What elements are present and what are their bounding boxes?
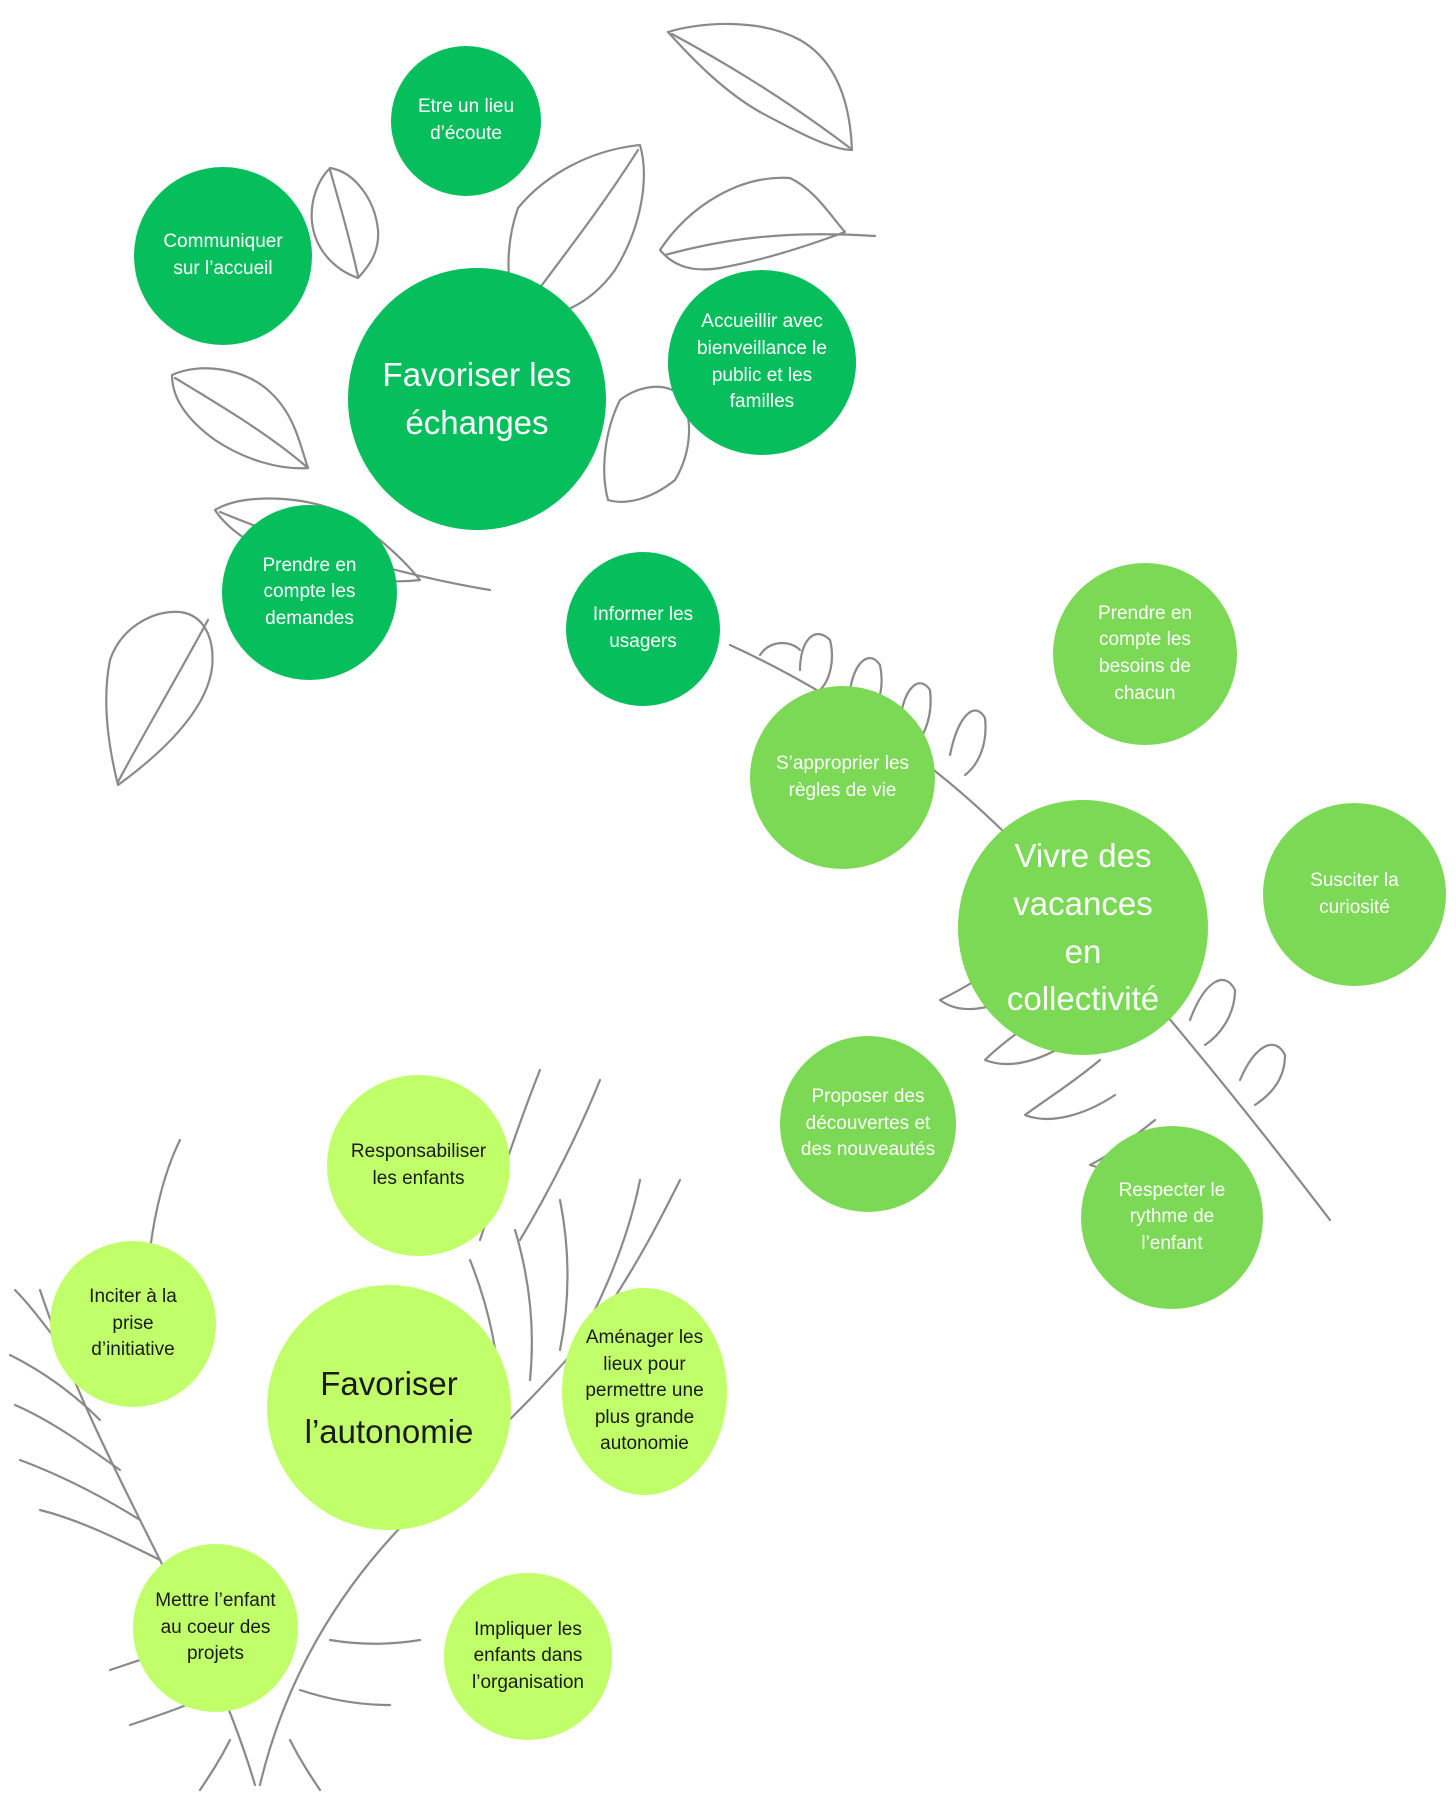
node-label: Susciter la curiosité bbox=[1310, 869, 1399, 918]
node-inciter-initiative: Inciter à la prise d’initiative bbox=[50, 1241, 216, 1407]
node-amenager-lieux: Aménager les lieux pour permettre une pl… bbox=[562, 1288, 727, 1495]
leaf-drawing bbox=[310, 166, 380, 280]
node-label: Proposer des découvertes et des nouveaut… bbox=[800, 1086, 936, 1161]
leaf-drawing bbox=[603, 385, 691, 503]
node-impliquer-enfants: Impliquer les enfants dans l’organisatio… bbox=[444, 1573, 612, 1740]
node-prendre-compte-demandes: Prendre en compte les demandes bbox=[222, 505, 397, 680]
node-enfant-coeur-projets: Mettre l’enfant au coeur des projets bbox=[133, 1544, 298, 1712]
node-label: Respecter le rythme de l’enfant bbox=[1118, 1179, 1226, 1254]
node-responsabiliser-enfants: Responsabiliser les enfants bbox=[327, 1075, 510, 1256]
node-label: Inciter à la prise d’initiative bbox=[89, 1286, 177, 1361]
node-respecter-rythme: Respecter le rythme de l’enfant bbox=[1081, 1126, 1263, 1309]
node-label: Accueillir avec bienveillance le public … bbox=[697, 311, 827, 413]
node-label: Favoriser l’autonomie bbox=[304, 1364, 474, 1450]
node-label: Prendre en compte les besoins de chacun bbox=[1097, 602, 1192, 704]
node-label: Impliquer les enfants dans l’organisatio… bbox=[472, 1618, 584, 1693]
node-label: Communiquer sur l’accueil bbox=[163, 231, 283, 279]
node-approprier-regles: S’approprier les règles de vie bbox=[750, 686, 935, 869]
node-label: Favoriser les échanges bbox=[382, 356, 572, 441]
node-label: Vivre des vacances en collectivité bbox=[1006, 836, 1160, 1018]
leaf-drawing bbox=[666, 22, 854, 152]
node-informer-usagers: Informer les usagers bbox=[566, 552, 720, 706]
node-lieu-ecoute: Etre un lieu d’écoute bbox=[391, 46, 541, 196]
node-label: Aménager les lieux pour permettre une pl… bbox=[585, 1327, 704, 1455]
node-label: S’approprier les règles de vie bbox=[775, 752, 910, 801]
node-favoriser-echanges: Favoriser les échanges bbox=[348, 268, 606, 530]
node-label: Responsabiliser les enfants bbox=[350, 1140, 487, 1189]
node-susciter-curiosite: Susciter la curiosité bbox=[1263, 803, 1446, 986]
node-label: Informer les usagers bbox=[592, 604, 694, 652]
node-accueillir-bienveillance: Accueillir avec bienveillance le public … bbox=[668, 270, 856, 455]
node-proposer-decouvertes: Proposer des découvertes et des nouveaut… bbox=[780, 1036, 956, 1212]
node-label: Mettre l’enfant au coeur des projets bbox=[155, 1590, 276, 1665]
leaf-drawing bbox=[105, 610, 214, 787]
node-vivre-vacances-collectivite: Vivre des vacances en collectivité bbox=[958, 800, 1208, 1055]
node-label: Etre un lieu d’écoute bbox=[417, 96, 515, 144]
leaf-drawing bbox=[658, 176, 847, 271]
node-communiquer-accueil: Communiquer sur l’accueil bbox=[134, 167, 312, 345]
node-prendre-compte-besoins: Prendre en compte les besoins de chacun bbox=[1053, 563, 1237, 745]
node-favoriser-autonomie: Favoriser l’autonomie bbox=[267, 1285, 511, 1530]
node-label: Prendre en compte les demandes bbox=[262, 554, 357, 629]
